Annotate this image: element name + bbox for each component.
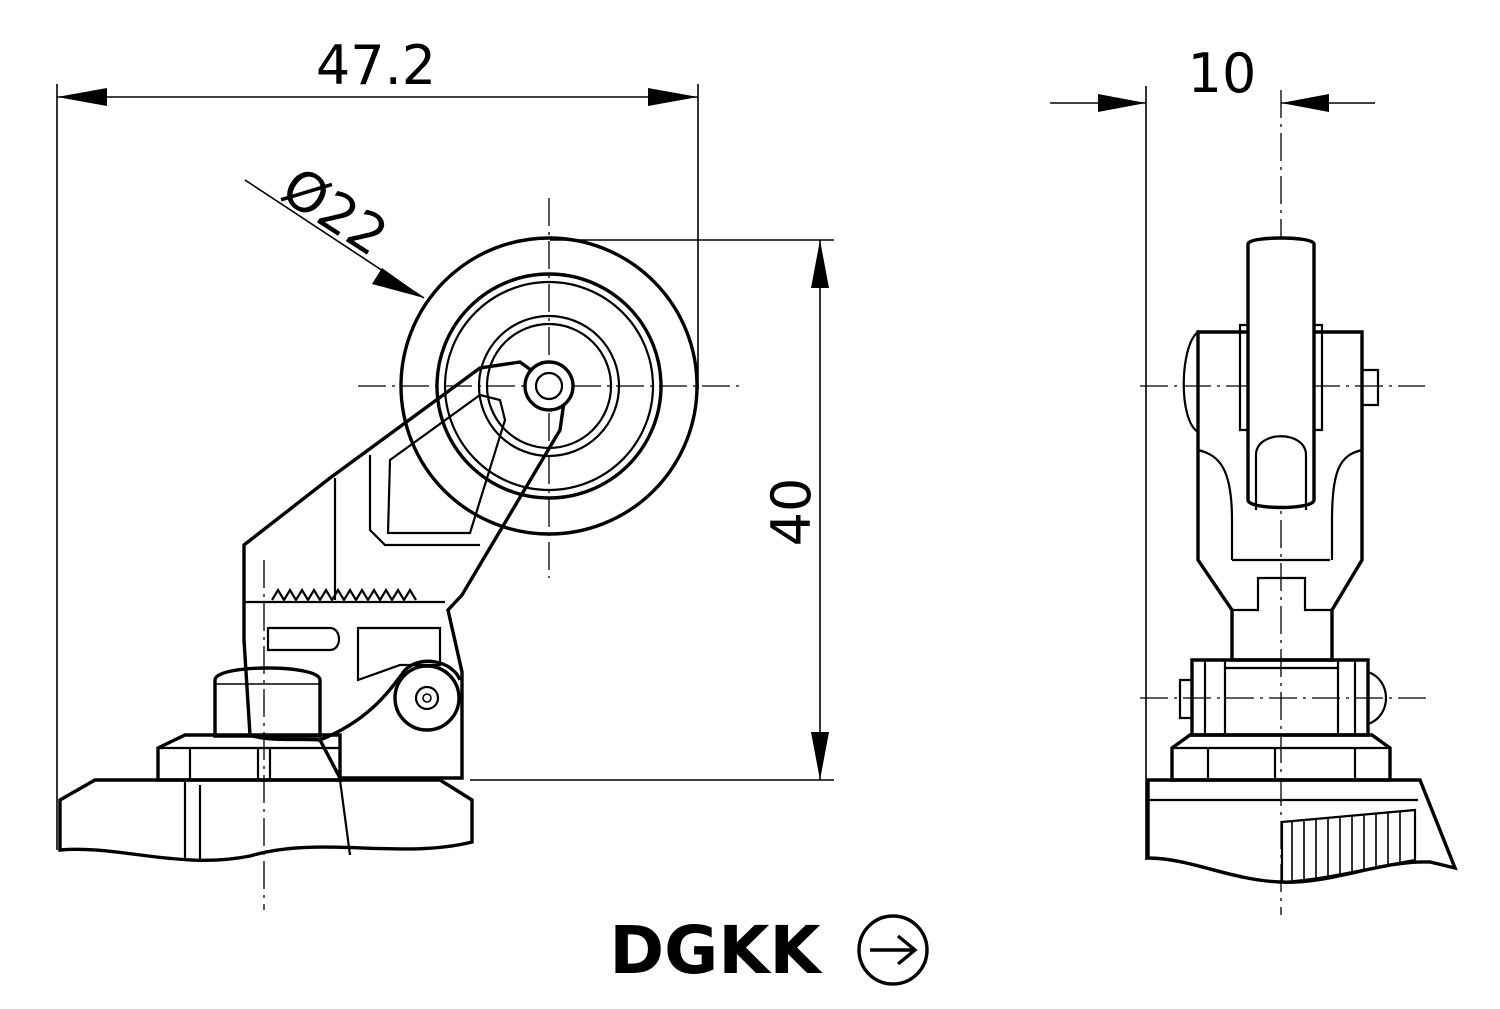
hex-nut [156,733,342,782]
dimension-width-left-label: 47.2 [316,34,436,97]
roller-wheel-side [399,236,699,536]
hex-nut-front [1170,733,1392,782]
switch-housing-side [58,778,474,862]
side-view: 47.2 Ø22 40 [56,34,834,910]
dimension-height-left-label: 40 [760,478,823,547]
dimension-width-right-label: 10 [1188,42,1257,105]
dimension-width-left: 47.2 [56,34,699,850]
switch-housing-front [1146,778,1458,884]
dimension-roller-diameter-label: Ø22 [271,155,399,268]
dimension-height-left: 40 [470,239,834,781]
roller-wheel-front [1238,236,1324,510]
front-view: 10 [1050,42,1458,915]
model-title: DGKK [609,912,929,989]
dimension-roller-diameter: Ø22 [244,155,425,299]
roller-lever-front [1182,330,1380,662]
model-label: DGKK [609,912,823,989]
circled-arrow-right-icon [857,914,929,986]
shaft-boss [213,666,322,738]
dimension-width-right: 10 [1050,42,1375,860]
